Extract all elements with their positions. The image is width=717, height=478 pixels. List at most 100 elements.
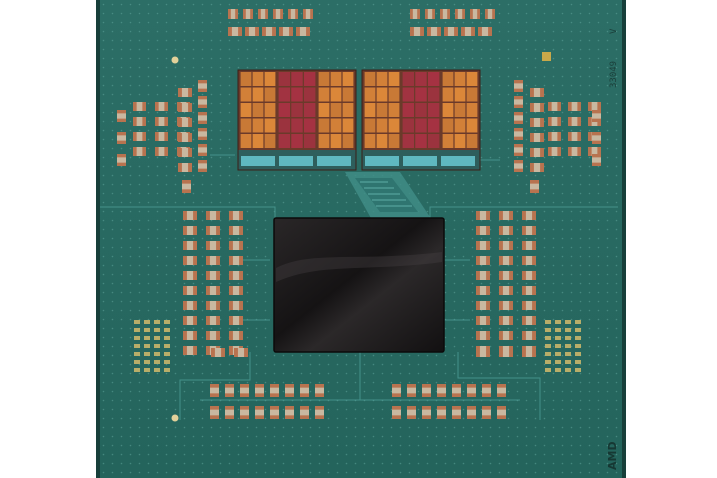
gold-pad xyxy=(144,352,150,356)
smd-capacitor xyxy=(440,9,450,19)
ccd-core-block xyxy=(303,87,316,102)
smd-capacitor xyxy=(425,9,435,19)
smd-capacitor xyxy=(514,128,523,140)
smd-capacitor xyxy=(476,301,490,310)
ccd-core-block xyxy=(402,103,415,117)
ccd-core-block xyxy=(240,118,252,133)
ccd-core-block xyxy=(240,72,252,86)
ccd-core-block xyxy=(264,118,276,133)
smd-capacitor xyxy=(228,9,238,19)
mark-letter: V xyxy=(609,28,619,34)
gold-pad xyxy=(164,336,170,340)
io-die xyxy=(273,217,445,353)
smd-capacitor xyxy=(452,384,461,397)
gold-pad xyxy=(164,360,170,364)
gold-pad xyxy=(575,336,581,340)
ccd-core-block xyxy=(376,118,388,133)
gold-pad xyxy=(565,328,571,332)
gold-pad xyxy=(144,336,150,340)
ccd-core-block xyxy=(402,87,415,102)
smd-capacitor xyxy=(229,301,243,310)
ccd-core-block xyxy=(388,87,400,102)
smd-capacitor xyxy=(225,384,234,397)
smd-capacitor xyxy=(229,271,243,280)
gold-pad xyxy=(134,344,140,348)
smd-capacitor xyxy=(117,154,126,166)
smd-capacitor xyxy=(198,160,207,172)
die-interconnect xyxy=(345,172,432,220)
ccd-core-block xyxy=(427,134,440,148)
gold-pad xyxy=(555,368,561,372)
ccd-core-block xyxy=(318,87,330,102)
smd-capacitor xyxy=(228,27,242,36)
part-code-mark: 33049 xyxy=(609,61,619,88)
smd-capacitor xyxy=(514,144,523,156)
gold-pad xyxy=(164,344,170,348)
gold-pad xyxy=(154,320,160,324)
gold-pad xyxy=(545,360,551,364)
ccd-core-block xyxy=(303,134,316,148)
ccd-core-block xyxy=(415,103,427,117)
smd-capacitor xyxy=(530,163,544,172)
gold-pad xyxy=(164,328,170,332)
smd-capacitor xyxy=(497,406,506,419)
smd-capacitor xyxy=(183,241,197,250)
ccd-core-block xyxy=(466,134,478,148)
smd-capacitor xyxy=(183,301,197,310)
smd-capacitor xyxy=(155,147,168,156)
gold-pad xyxy=(575,344,581,348)
smd-capacitor xyxy=(206,316,220,325)
smd-capacitor xyxy=(588,147,601,156)
smd-capacitor xyxy=(255,406,264,419)
smd-capacitor xyxy=(133,117,146,126)
smd-capacitor xyxy=(288,9,298,19)
smd-capacitor xyxy=(476,256,490,265)
ccd-core-block xyxy=(330,87,342,102)
smd-capacitor xyxy=(178,118,192,127)
gold-pad xyxy=(134,328,140,332)
gold-pad xyxy=(545,344,551,348)
gold-pad xyxy=(144,360,150,364)
gold-pad xyxy=(545,320,551,324)
ccd-core-block xyxy=(278,87,291,102)
ccd-core-block xyxy=(278,134,291,148)
ccd-core-block xyxy=(252,87,264,102)
ccd-core-block xyxy=(466,118,478,133)
ccd-core-block xyxy=(252,118,264,133)
smd-capacitor xyxy=(198,144,207,156)
ccd-core-block xyxy=(342,87,354,102)
ccd-chiplet-left xyxy=(237,69,357,171)
smd-capacitor xyxy=(467,384,476,397)
gold-pad xyxy=(154,368,160,372)
smd-capacitor xyxy=(296,27,310,36)
smd-capacitor xyxy=(592,154,601,166)
smd-capacitor xyxy=(206,211,220,220)
ccd-core-block xyxy=(364,72,376,86)
ccd-core-block xyxy=(330,72,342,86)
smd-capacitor xyxy=(497,384,506,397)
ccd-core-block xyxy=(342,103,354,117)
smd-capacitor xyxy=(117,132,126,144)
smd-capacitor xyxy=(530,148,544,157)
ccd-core-block xyxy=(278,118,291,133)
ccd-core-block xyxy=(466,103,478,117)
gold-pad xyxy=(144,368,150,372)
gold-pad xyxy=(555,352,561,356)
gold-pad xyxy=(545,328,551,332)
smd-capacitor xyxy=(315,384,324,397)
smd-capacitor xyxy=(461,27,475,36)
smd-capacitor xyxy=(522,241,536,250)
smd-capacitor xyxy=(178,88,192,97)
ccd-cache-block xyxy=(279,156,313,166)
smd-capacitor xyxy=(548,147,561,156)
ccd-core-block xyxy=(427,72,440,86)
smd-capacitor xyxy=(198,96,207,108)
smd-capacitor xyxy=(178,133,192,142)
smd-capacitor xyxy=(592,132,601,144)
gold-pad xyxy=(154,328,160,332)
smd-capacitor xyxy=(522,286,536,295)
smd-capacitor xyxy=(183,211,197,220)
gold-pad xyxy=(144,344,150,348)
fiducial-top-left xyxy=(171,56,179,64)
fiducial-bottom-left xyxy=(171,414,179,422)
